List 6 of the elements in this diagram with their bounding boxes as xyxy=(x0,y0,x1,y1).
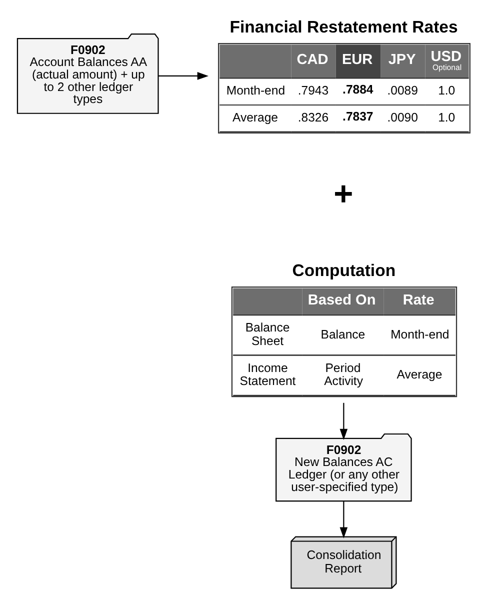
label: + xyxy=(334,176,354,213)
node-label: Financial Restatement Rates xyxy=(230,17,458,36)
arrow xyxy=(340,502,348,538)
node-label: Computation xyxy=(292,260,396,280)
arrow xyxy=(158,72,208,80)
arrow xyxy=(340,402,348,440)
